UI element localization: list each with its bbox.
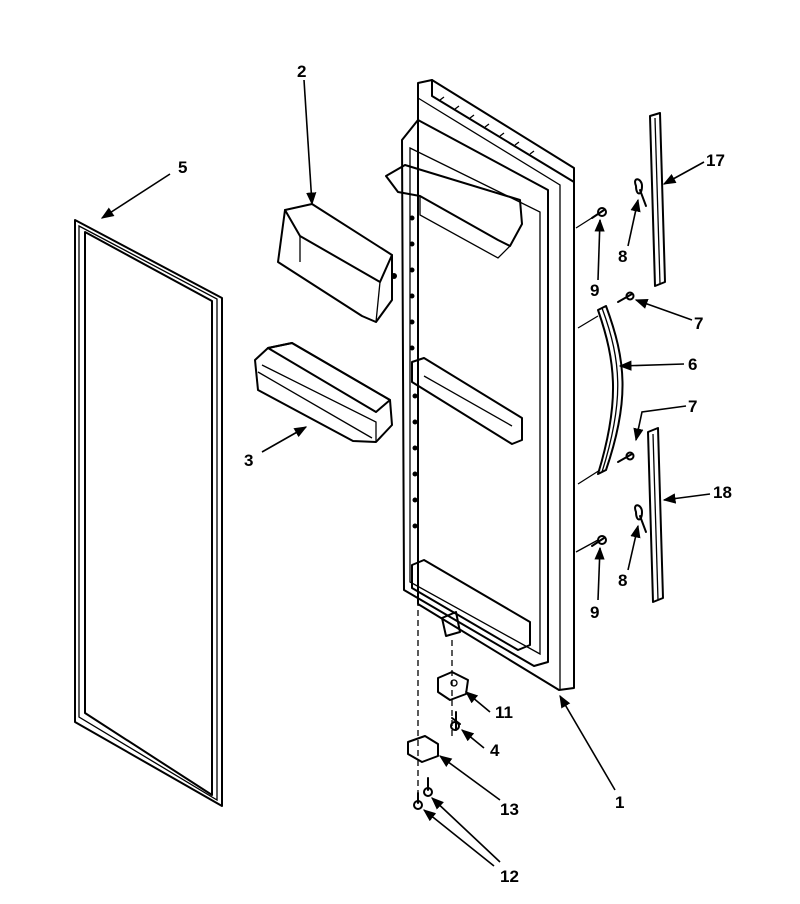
callout-18: 18 (713, 483, 732, 502)
handle-screw-upper (617, 291, 635, 303)
callout-9-upper: 9 (590, 281, 599, 300)
door-gasket-part (74, 219, 223, 807)
callout-17: 17 (706, 151, 725, 170)
callout-7-lower: 7 (688, 397, 697, 416)
callout-6: 6 (688, 355, 697, 374)
callout-4: 4 (490, 741, 500, 760)
screw-9-lower (591, 535, 607, 547)
callout-8-upper: 8 (618, 247, 627, 266)
door-handle-part (597, 305, 624, 475)
hinge-bolts-part (413, 777, 433, 810)
clip-8-lower (634, 504, 647, 533)
callout-11: 11 (495, 703, 513, 722)
callout-5: 5 (178, 158, 187, 177)
hinge-screw-part (450, 711, 461, 731)
callout-1: 1 (615, 793, 624, 812)
callout-2: 2 (297, 62, 306, 81)
clip-8-upper (634, 178, 647, 207)
hinge-bushing-part (407, 735, 439, 763)
callout-13: 13 (500, 800, 519, 819)
trim-strip-upper (649, 112, 666, 287)
callout-3: 3 (244, 451, 253, 470)
callout-7-upper: 7 (694, 314, 703, 333)
callout-12: 12 (500, 867, 519, 886)
dairy-cover-part (277, 203, 397, 323)
handle-screw-lower (617, 451, 635, 463)
hinge-bracket-part (437, 671, 469, 701)
callout-9-lower: 9 (590, 603, 599, 622)
door-bin-part (254, 342, 393, 443)
callout-8-lower: 8 (618, 571, 627, 590)
trim-strip-lower (647, 427, 664, 603)
door-assembly-part (385, 79, 575, 691)
